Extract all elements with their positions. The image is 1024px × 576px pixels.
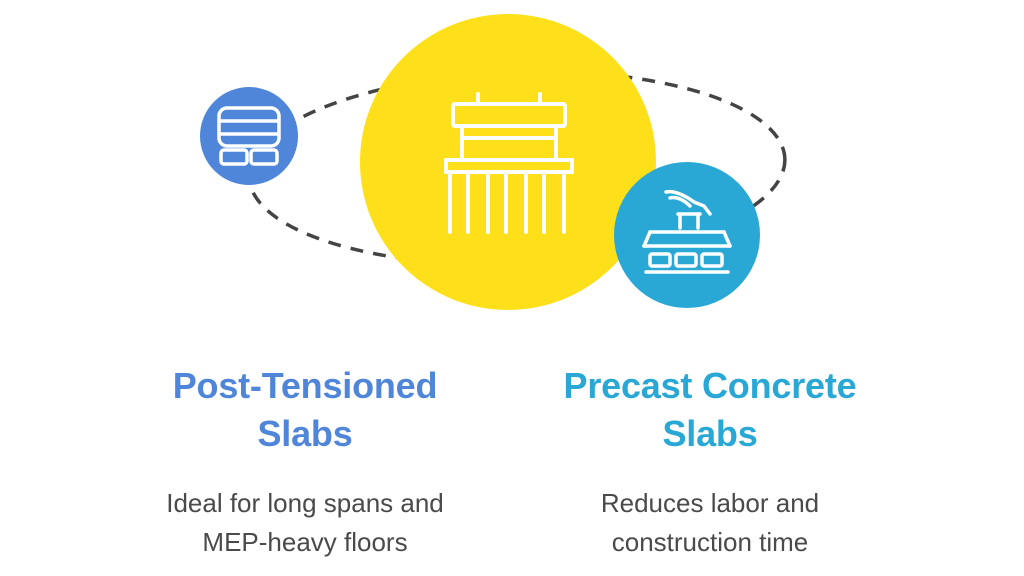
post-tensioned-title-line1: Post-Tensioned — [172, 365, 438, 406]
right-node-circle — [614, 162, 760, 308]
precast-title-line2: Slabs — [662, 413, 758, 454]
precast-desc-line1: Reduces labor and — [600, 488, 820, 518]
orbit-graphic — [200, 14, 787, 310]
left-node-circle — [200, 87, 298, 185]
structure-columns-icon — [444, 92, 574, 234]
precast-crane-icon — [642, 189, 732, 274]
post-tensioned-title-line2: Slabs — [257, 413, 353, 454]
precast-title-line1: Precast Concrete — [563, 365, 857, 406]
post-tensioned-description: Ideal for long spans and MEP-heavy floor… — [120, 484, 490, 562]
post-tensioned-desc-line1: Ideal for long spans and — [166, 488, 444, 518]
precast-description: Reduces labor and construction time — [520, 484, 900, 562]
post-tensioned-slab-icon — [217, 106, 281, 166]
precast-title: Precast Concrete Slabs — [520, 362, 900, 458]
post-tensioned-desc-line2: MEP-heavy floors — [202, 527, 408, 557]
precast-desc-line2: construction time — [611, 527, 809, 557]
post-tensioned-title: Post-Tensioned Slabs — [120, 362, 490, 458]
